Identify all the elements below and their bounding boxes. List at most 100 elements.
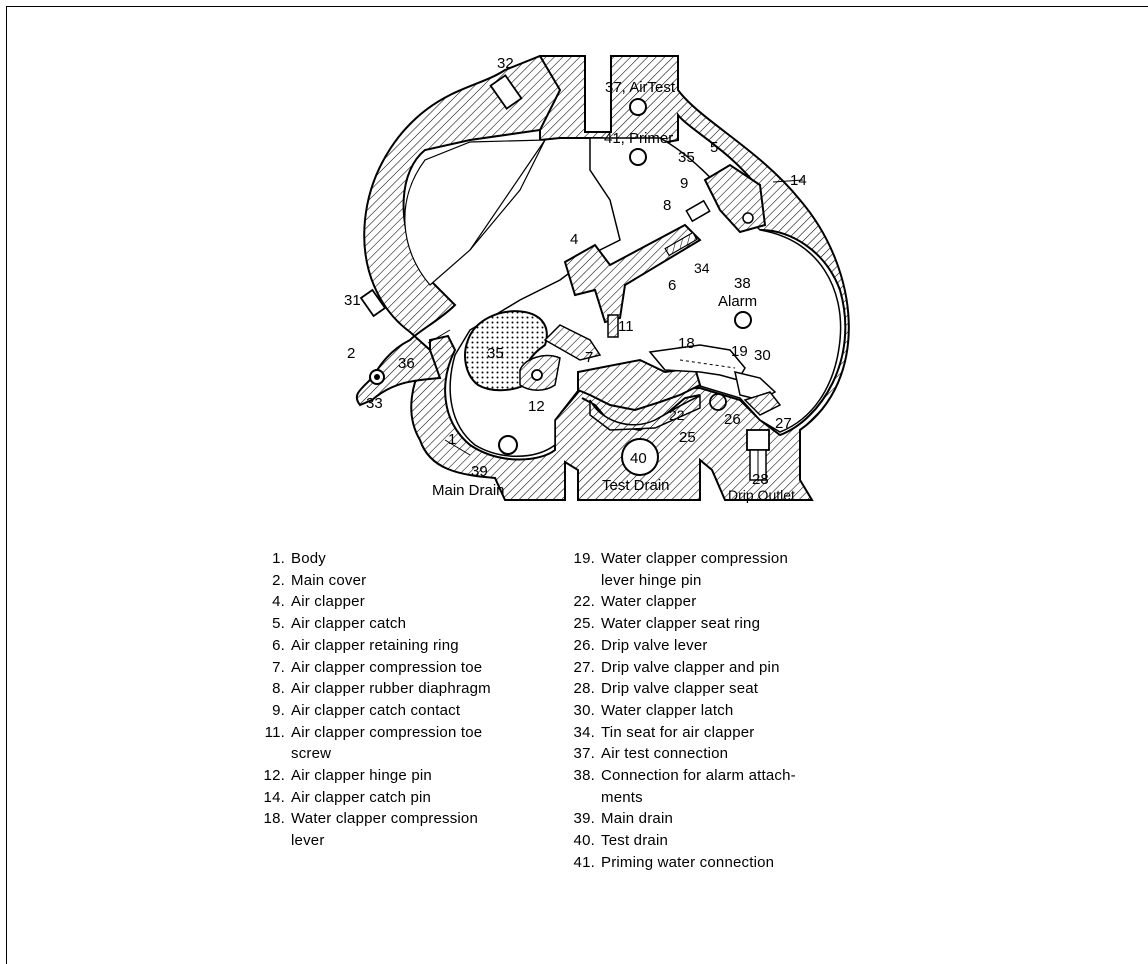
callout-35-weight: 35 bbox=[487, 345, 504, 362]
callout-19: 19 bbox=[731, 343, 748, 360]
callout-40: 40 bbox=[630, 450, 647, 467]
callout-32: 32 bbox=[497, 55, 514, 72]
legend-item: 14.Air clapper catch pin bbox=[258, 787, 578, 809]
callout-2: 2 bbox=[347, 345, 355, 362]
callout-33: 33 bbox=[366, 395, 383, 412]
legend-item: 34. Tin seat for air clapper bbox=[568, 722, 888, 744]
legend-item-number: 6. bbox=[272, 636, 285, 654]
legend-item-label: Priming water connection bbox=[601, 853, 775, 871]
legend-item-number: 37. bbox=[573, 745, 595, 763]
legend-item-number: 27. bbox=[573, 658, 595, 676]
legend-item-label: Air clapper rubber diaphragm bbox=[291, 680, 491, 698]
callout-11: 11 bbox=[618, 318, 634, 335]
callout-28: 28 bbox=[752, 471, 769, 488]
legend-item: 19. Water clapper compression bbox=[568, 548, 888, 570]
callout-6: 6 bbox=[668, 277, 676, 294]
figure-frame bbox=[6, 6, 1148, 964]
legend-item-label: Main cover bbox=[291, 571, 367, 589]
legend-item-label: Water clapper compression bbox=[601, 550, 789, 567]
legend-item-label: Body bbox=[291, 550, 326, 567]
legend-item: 18.Water clapper compression bbox=[258, 808, 578, 830]
callout-35-top: 35 bbox=[678, 149, 695, 166]
hinge-pin-12 bbox=[531, 369, 543, 381]
legend-item: 25.Water clapper seat ring bbox=[568, 613, 888, 635]
callout-37: 37, AirTest bbox=[605, 79, 676, 96]
legend-item-label: Water clapper latch bbox=[601, 701, 734, 719]
legend-item-label: Air clapper catch pin bbox=[291, 788, 432, 806]
legend-item-number: 2. bbox=[272, 571, 285, 589]
primer-connection bbox=[629, 148, 647, 166]
legend-item-number: 39. bbox=[573, 810, 595, 828]
hinge-pin-19 bbox=[709, 393, 727, 411]
legend-item-number: 40. bbox=[573, 832, 595, 850]
callout-1: 1 bbox=[448, 431, 456, 448]
test-drain-circle bbox=[621, 438, 659, 476]
legend-item: 39. Main drain bbox=[568, 808, 888, 830]
callout-14: 14 bbox=[790, 172, 807, 189]
legend-item-label: Connection for alarm attach- bbox=[601, 767, 796, 785]
legend-item-label: Water clapper bbox=[601, 593, 697, 611]
callout-18: 18 bbox=[678, 335, 695, 352]
legend-item-number: 19. bbox=[573, 550, 595, 567]
legend-item-continuation: screw bbox=[291, 745, 332, 763]
callout-38: 38 bbox=[734, 275, 751, 292]
legend-item: 6. Air clapper retaining ring bbox=[258, 635, 578, 657]
legend-item-label: Main drain bbox=[601, 810, 674, 828]
legend-item-label: Air clapper bbox=[291, 593, 365, 611]
callout-30: 30 bbox=[754, 347, 771, 364]
callout-36: 36 bbox=[398, 355, 415, 372]
legend-item-number: 41. bbox=[573, 853, 595, 871]
callout-39: 39 bbox=[471, 463, 488, 480]
legend-item: 2. Main cover bbox=[258, 570, 578, 592]
legend-item-number: 8. bbox=[272, 680, 285, 698]
legend-item-number: 34. bbox=[573, 723, 595, 741]
legend-item: 9.Air clapper catch contact bbox=[258, 700, 578, 722]
bolt-31 bbox=[359, 288, 387, 318]
legend-item: 37.Air test connection bbox=[568, 743, 888, 765]
legend-item: 38. Connection for alarm attach- bbox=[568, 765, 888, 787]
callout-4: 4 bbox=[570, 231, 578, 248]
bolt-32 bbox=[489, 74, 523, 110]
dry-pipe-valve-diagram: 32 37, AirTest 41, Primer 35 5 14 9 8 4 … bbox=[344, 54, 850, 503]
legend-item-label: Drip valve clapper seat bbox=[601, 680, 759, 698]
legend-item-number: 30. bbox=[573, 701, 595, 719]
callout-39-main-drain: Main Drain bbox=[432, 482, 505, 499]
legend-item-number: 5. bbox=[272, 615, 285, 633]
callout-26: 26 bbox=[724, 411, 741, 428]
legend-item-number: 12. bbox=[263, 767, 285, 785]
legend-item-number: 4. bbox=[272, 593, 285, 611]
legend-item-continuation: ments bbox=[601, 788, 643, 806]
legend-item: 11.Air clapper compression toe bbox=[258, 722, 578, 744]
legend-item: 8. Air clapper rubber diaphragm bbox=[258, 678, 578, 700]
legend-item: 7.Air clapper compression toe bbox=[258, 657, 578, 679]
legend-item-label: Drip valve lever bbox=[601, 636, 708, 654]
alarm-connection bbox=[734, 311, 752, 329]
legend-item: 26.Drip valve lever bbox=[568, 635, 888, 657]
legend-item-number: 38. bbox=[573, 767, 595, 785]
legend-item-continuation: lever hinge pin bbox=[601, 571, 702, 589]
callout-12: 12 bbox=[528, 398, 545, 415]
legend-item-continuation: lever bbox=[291, 832, 325, 850]
legend-item-number: 1. bbox=[272, 550, 285, 567]
legend-item-number: 11. bbox=[264, 723, 285, 741]
legend-item: 27.Drip valve clapper and pin bbox=[568, 657, 888, 679]
legend-item-label: Water clapper seat ring bbox=[601, 615, 761, 633]
legend-item-number: 7. bbox=[272, 658, 285, 676]
legend-item-label: Tin seat for air clapper bbox=[601, 723, 755, 741]
legend-item-number: 28. bbox=[573, 680, 595, 698]
callout-7: 7 bbox=[585, 349, 593, 366]
legend-item: 28. Drip valve clapper seat bbox=[568, 678, 888, 700]
legend-item-label: Test drain bbox=[601, 832, 669, 850]
water-clapper bbox=[577, 358, 702, 412]
legend-item: 12.Air clapper hinge pin bbox=[258, 765, 578, 787]
legend-item: 41. Priming water connection bbox=[568, 852, 888, 874]
legend-item: 1. Body bbox=[258, 548, 578, 570]
legend-item-label: Air clapper catch contact bbox=[291, 701, 461, 719]
legend-item-number: 18. bbox=[263, 810, 285, 828]
callout-27: 27 bbox=[775, 415, 792, 432]
callout-28-drip-outlet: Drip Outlet bbox=[728, 487, 795, 503]
legend-item-label: Air clapper retaining ring bbox=[291, 636, 459, 654]
legend-item: 5.Air clapper catch bbox=[258, 613, 578, 635]
callout-8: 8 bbox=[663, 197, 671, 214]
